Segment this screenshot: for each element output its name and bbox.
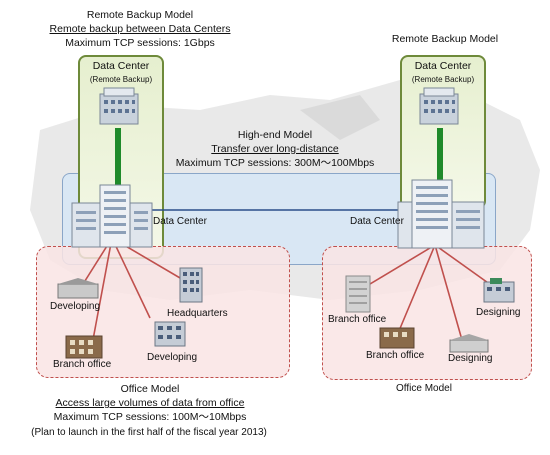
right-datacenter-label: Data Center: [350, 216, 404, 227]
developing-building-icon-1: [57, 278, 99, 299]
left-backup-building-icon: [99, 87, 139, 125]
designing-building-icon-1: [483, 278, 515, 303]
left-backup-box-title: Data Center: [92, 60, 150, 72]
left-backup-box-sub: (Remote Backup): [89, 75, 153, 84]
right-backup-box-title: Data Center: [414, 60, 472, 72]
right-node-branch-office-1: Branch office: [328, 314, 387, 325]
right-backup-box-sub: (Remote Backup): [411, 75, 475, 84]
right-backup-building-icon: [419, 87, 459, 125]
designing-building-icon-2: [449, 334, 489, 353]
highend-sessions: Maximum TCP sessions: 300M〜100Mbps: [175, 157, 375, 169]
left-node-developing-2: Developing: [147, 352, 198, 363]
highend-subtitle: Transfer over long-distance: [211, 143, 339, 155]
office-model-subtitle: Access large volumes of data from office: [55, 397, 245, 409]
office-model-sessions: Maximum TCP sessions: 100M〜10Mbps: [53, 411, 247, 423]
office-model-plan: (Plan to launch in the first half of the…: [31, 427, 267, 438]
right-backup-link: [437, 128, 443, 188]
left-backup-subtitle: Remote backup between Data Centers: [49, 23, 231, 35]
left-backup-link: [115, 128, 121, 188]
branch-office-building-icon-1: [65, 335, 103, 359]
left-backup-title: Remote Backup Model: [86, 9, 194, 21]
branch-office-building-icon-3: [379, 327, 415, 349]
right-office-links: [359, 244, 499, 341]
left-node-headquarters: Headquarters: [167, 308, 228, 319]
right-node-branch-office-2: Branch office: [366, 350, 425, 361]
right-backup-title: Remote Backup Model: [391, 33, 499, 45]
office-model-title: Office Model: [120, 383, 180, 395]
developing-building-icon-2: [154, 321, 186, 347]
right-node-designing-2: Designing: [448, 353, 493, 364]
right-office-caption: Office Model: [396, 383, 452, 394]
branch-office-building-icon-2: [345, 275, 371, 313]
highend-title: High-end Model: [237, 129, 313, 141]
left-datacenter-label: Data Center: [153, 216, 207, 227]
right-node-designing-1: Designing: [476, 307, 521, 318]
right-datacenter-building-icon: [397, 179, 485, 249]
right-office-box: [322, 246, 532, 380]
headquarters-building-icon: [179, 267, 203, 303]
left-node-branch-office: Branch office: [53, 359, 112, 370]
left-node-developing-1: Developing: [50, 301, 101, 312]
left-backup-sessions: Maximum TCP sessions: 1Gbps: [65, 37, 215, 49]
left-datacenter-building-icon: [71, 184, 153, 248]
